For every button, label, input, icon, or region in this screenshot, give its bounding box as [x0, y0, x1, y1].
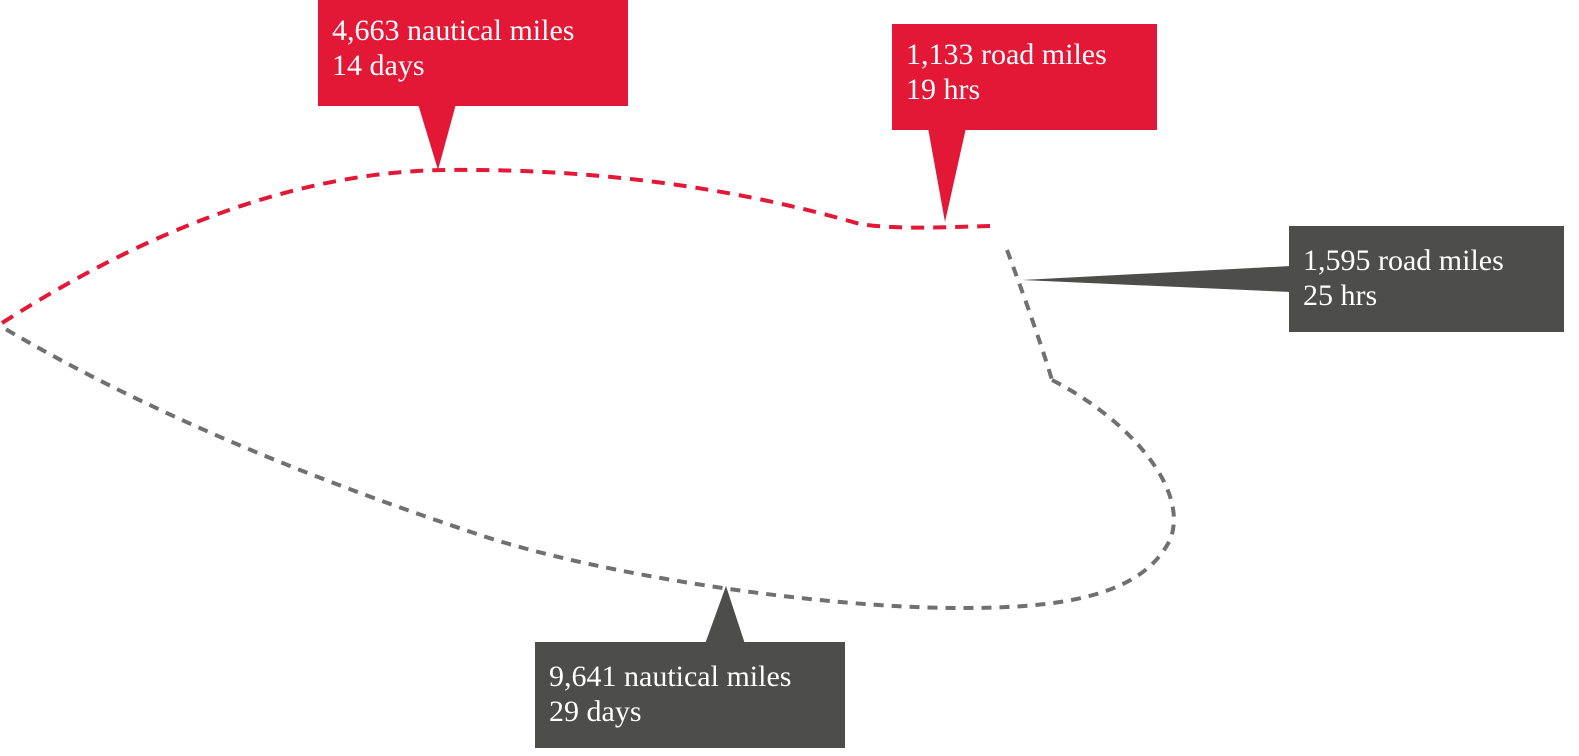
callout-sea-short-distance: 4,663 nautical miles — [332, 14, 575, 47]
callout-road-long-distance: 1,595 road miles — [1303, 244, 1504, 277]
callout-sea-short-duration: 14 days — [332, 49, 425, 82]
callout-sea-long-distance: 9,641 nautical miles — [549, 660, 792, 693]
callout-sea-long-duration: 29 days — [549, 695, 642, 728]
callout-road-short-distance: 1,133 road miles — [906, 38, 1107, 71]
callout-pointer-sea-short — [418, 104, 456, 170]
callout-road-short-duration: 19 hrs — [906, 73, 981, 106]
road-route-long-line — [1005, 249, 1054, 381]
callout-pointer-road-long — [1022, 266, 1291, 292]
sea-route-long-line — [0, 325, 1176, 611]
callout-sea-short: 4,663 nautical miles 14 days — [318, 0, 628, 106]
callout-pointer-road-short — [928, 128, 966, 222]
sea-route-short-line — [0, 167, 991, 325]
callout-sea-long: 9,641 nautical miles 29 days — [535, 642, 845, 748]
callout-road-short: 1,133 road miles 19 hrs — [892, 24, 1157, 130]
callout-road-long-duration: 25 hrs — [1303, 279, 1378, 312]
callout-pointer-sea-long — [705, 586, 745, 644]
callout-road-long: 1,595 road miles 25 hrs — [1289, 226, 1564, 332]
